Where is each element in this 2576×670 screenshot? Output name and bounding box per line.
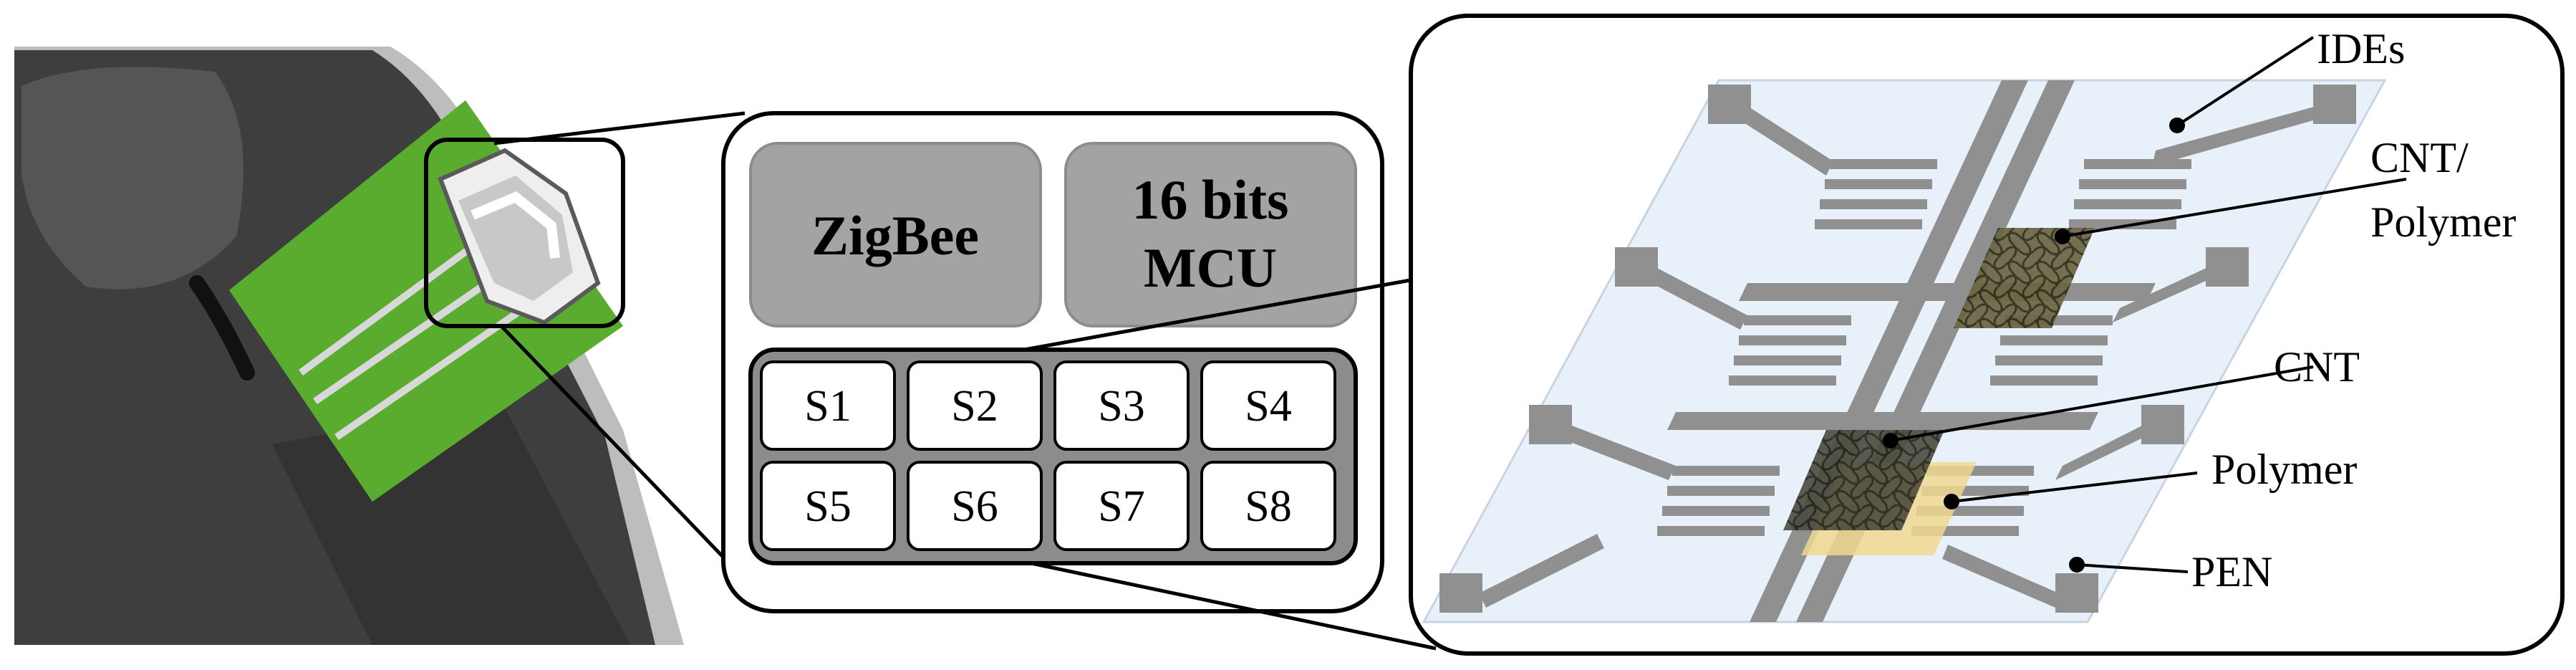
mcu-module: 16 bits MCU (1064, 142, 1357, 327)
sensor-cell: S6 (907, 461, 1043, 551)
limb-highlight (21, 67, 243, 289)
zigbee-label: ZigBee (811, 204, 979, 267)
sensor-cell-box (907, 360, 1043, 451)
sensor-cell: S2 (907, 360, 1043, 451)
sensor-cell: S3 (1053, 360, 1190, 451)
sensor-cell-box (1053, 461, 1190, 551)
sensor-cell-label: S5 (804, 482, 851, 531)
sensor-cell-label: S8 (1245, 482, 1291, 531)
label-cnt-polymer-line2: Polymer (2370, 198, 2516, 246)
label-cnt: CNT (2274, 343, 2360, 391)
sensor-cell: S8 (1200, 461, 1336, 551)
callout-labels: IDEs CNT/ Polymer CNT Polymer PEN (2191, 25, 2516, 595)
sensor-cell-box (760, 461, 896, 551)
sensor-cell-label: S7 (1098, 482, 1144, 531)
zigbee-module: ZigBee (749, 142, 1042, 327)
label-cnt-polymer-line1: CNT/ (2370, 134, 2469, 181)
worn-sensor-module (438, 148, 601, 325)
cnt-polymer-film (1954, 228, 2095, 328)
limb-illustration (14, 47, 684, 645)
cnt-film (1783, 430, 1944, 530)
sensor-cell: S1 (760, 360, 896, 451)
label-pen: PEN (2191, 548, 2272, 595)
mcu-label-line1: 16 bits (1132, 168, 1289, 231)
sensor-cell: S7 (1053, 461, 1190, 551)
sensor-cell-box (1200, 461, 1336, 551)
sensor-detail-panel: IDEs CNT/ Polymer CNT Polymer PEN (1409, 14, 2565, 656)
joint-crease (189, 275, 255, 381)
sensor-cell-box (907, 461, 1043, 551)
sensor-cell-label: S2 (951, 382, 998, 431)
label-ides: IDEs (2317, 25, 2405, 72)
label-polymer: Polymer (2211, 446, 2357, 493)
zoom-lines-2 (1023, 277, 1437, 651)
pen-substrate (1422, 79, 2387, 623)
sensor-cell-box (1053, 360, 1190, 451)
sensor-cell: S5 (760, 461, 896, 551)
sensor-cell-label: S1 (804, 382, 851, 431)
sensor-cell-box (760, 360, 896, 451)
sensor-cell-box (1200, 360, 1336, 451)
sensor-cell-label: S3 (1098, 382, 1144, 431)
sensor-cell-label: S4 (1245, 382, 1291, 431)
zoom-lines-1 (493, 111, 746, 566)
sensor-cell-label: S6 (951, 482, 998, 531)
sensor-cell: S4 (1200, 360, 1336, 451)
mcu-label-line2: MCU (1144, 236, 1277, 299)
callout-leaders (1883, 36, 2407, 573)
